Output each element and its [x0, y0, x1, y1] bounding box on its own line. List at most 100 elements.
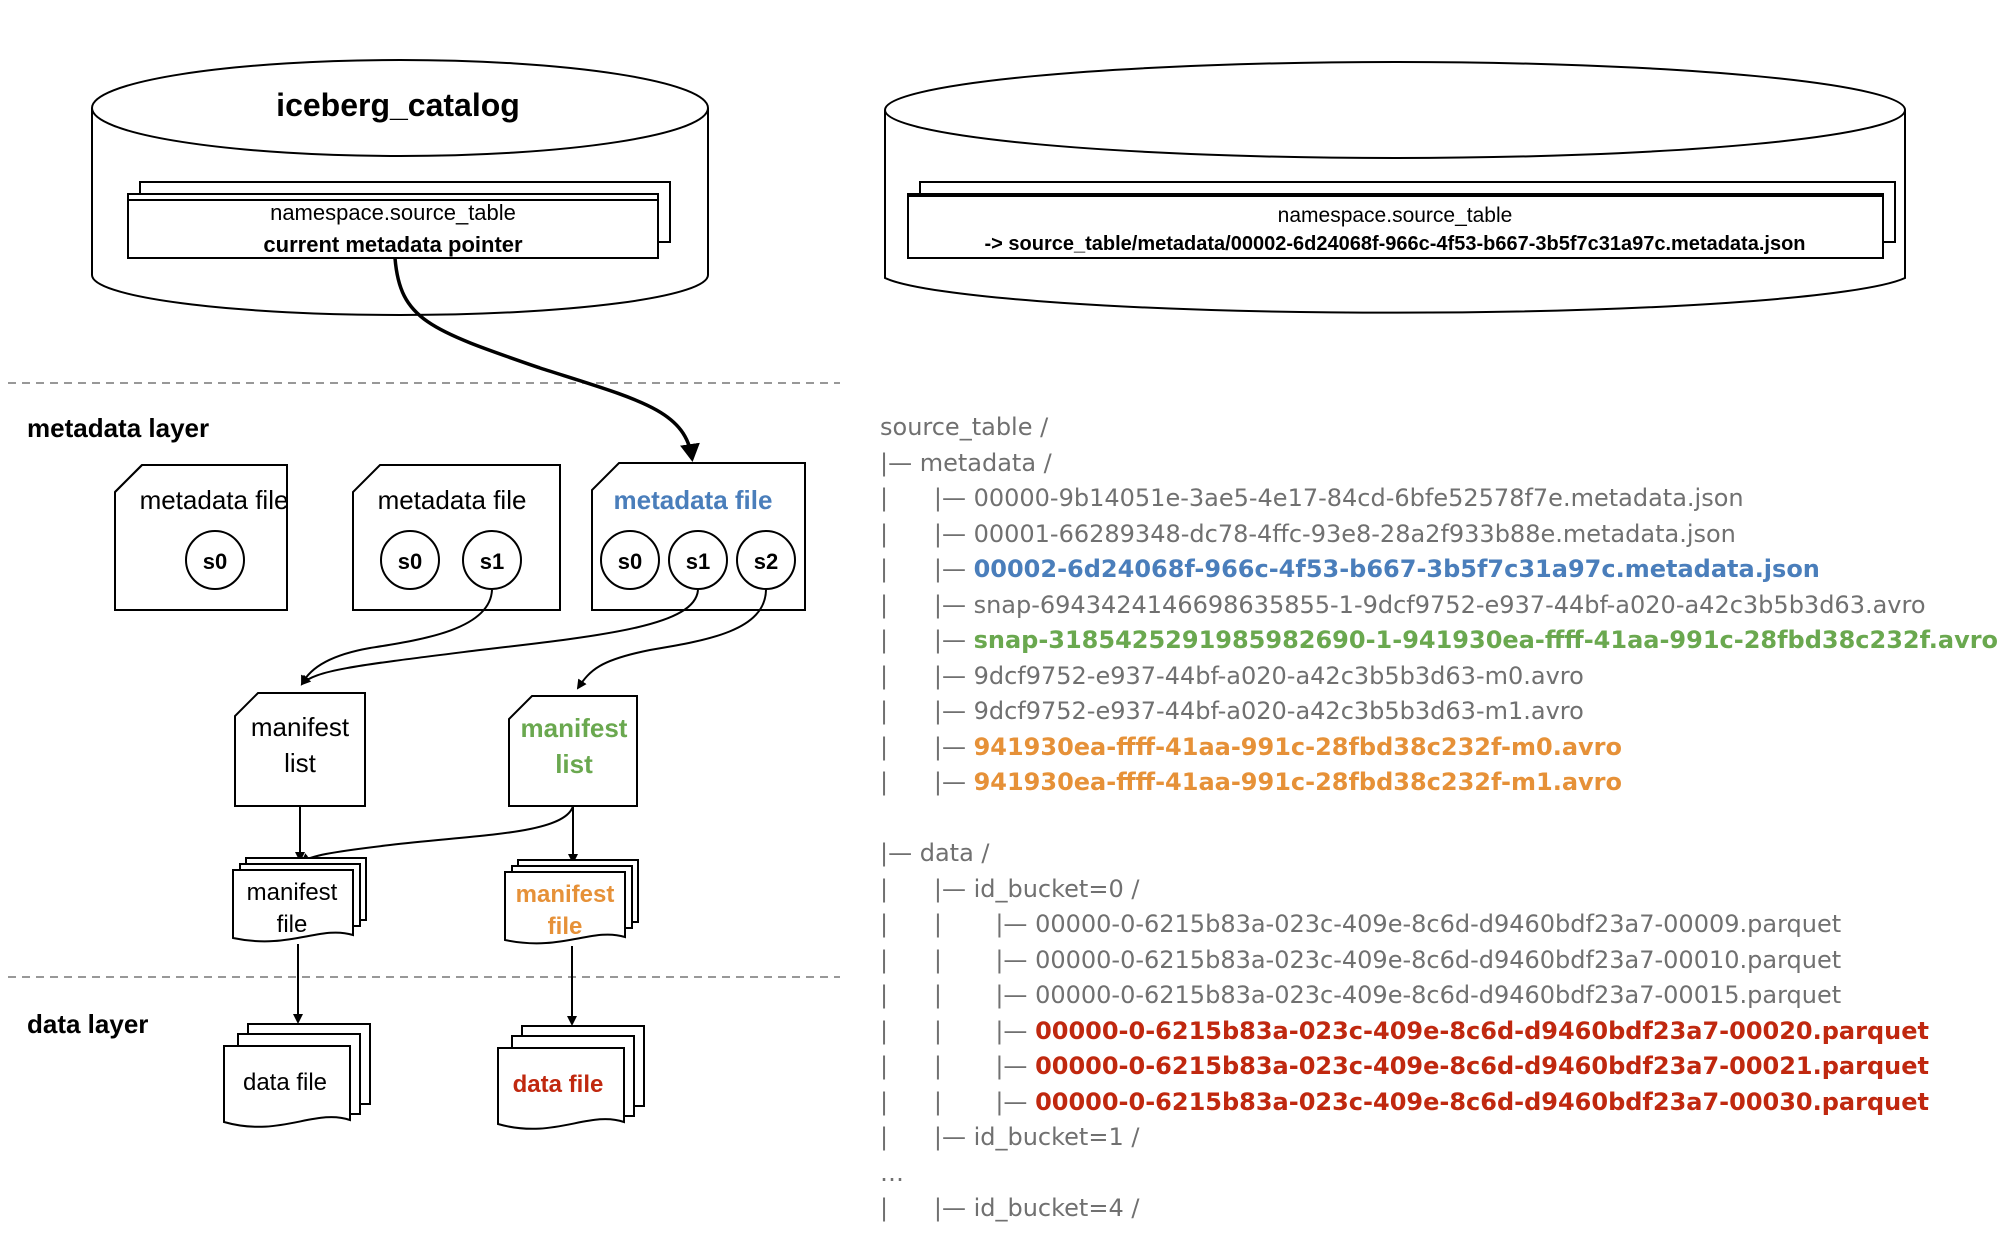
tree-entry: 00000-9b14051e-3ae5-4e17-84cd-6bfe52578f…	[973, 484, 1744, 512]
tree-entry: data /	[919, 839, 990, 867]
tree-prefix: | | |—	[880, 981, 1036, 1009]
tree-prefix: | | |—	[880, 910, 1036, 938]
catalog-right-cylinder: namespace.source_table -> source_table/m…	[884, 61, 1906, 314]
tree-prefix: | |—	[880, 484, 974, 512]
manifest-file-1: manifest file	[232, 857, 367, 943]
tree-row: | |— 9dcf9752-e937-44bf-a020-a42c3b5b3d6…	[880, 694, 1584, 728]
table-name: namespace.source_table	[1278, 204, 1513, 227]
snapshot-circle	[380, 530, 440, 590]
tree-entry: id_bucket=1 /	[973, 1123, 1140, 1151]
tree-row: | |— 9dcf9752-e937-44bf-a020-a42c3b5b3d6…	[880, 659, 1584, 693]
tree-entry: snap-3185425291985982690-1-941930ea-ffff…	[973, 626, 1998, 654]
tree-entry: id_bucket=0 /	[973, 874, 1140, 903]
tree-entry: source_table /	[880, 413, 1049, 441]
tree-row: | |— id_bucket=1 /	[880, 1120, 1139, 1154]
pointer-label: current metadata pointer	[263, 232, 523, 257]
tree-entry: 9dcf9752-e937-44bf-a020-a42c3b5b3d63-m0.…	[973, 661, 1584, 690]
tree-entry: metadata /	[919, 448, 1052, 477]
tree-row: | |— id_bucket=0 /	[880, 872, 1139, 906]
manifest-file-label: file	[277, 911, 308, 938]
tree-row: | |— 00001-66289348-dc78-4ffc-93e8-28a2f…	[880, 517, 1736, 551]
data-file-label: data file	[243, 1069, 327, 1096]
tree-prefix: | |—	[880, 626, 974, 654]
manifest-file-2: manifest file	[504, 859, 639, 945]
tree-row: | | |— 00000-0-6215b83a-023c-409e-8c6d-d…	[880, 1085, 1929, 1119]
tree-row: | |— snap-6943424146698635855-1-9dcf9752…	[880, 588, 1926, 622]
tree-row: source_table /	[880, 410, 1048, 444]
tree-entry: 00000-0-6215b83a-023c-409e-8c6d-d9460bdf…	[1035, 945, 1842, 974]
tree-row: | | |— 00000-0-6215b83a-023c-409e-8c6d-d…	[880, 978, 1841, 1012]
tree-prefix: | | |—	[880, 1052, 1036, 1080]
tree-prefix: | |—	[880, 768, 974, 796]
tree-row: | | |— 00000-0-6215b83a-023c-409e-8c6d-d…	[880, 1014, 1929, 1048]
tree-prefix: | | |—	[880, 1016, 1036, 1045]
tree-prefix: | |—	[880, 1194, 974, 1222]
snapshot-label: s0	[203, 549, 227, 574]
tree-row: | |— id_bucket=4 /	[880, 1191, 1139, 1225]
catalog-title: iceberg_catalog	[276, 87, 520, 123]
snapshot-circle	[600, 530, 660, 590]
tree-row: |— metadata /	[880, 446, 1052, 480]
metadata-file-label: metadata file	[140, 485, 289, 515]
data-file-2: data file	[497, 1025, 645, 1130]
snapshot-label: s1	[686, 549, 710, 574]
metadata-file-1: metadata file s0	[114, 464, 289, 611]
data-file-1: data file	[223, 1023, 371, 1128]
tree-entry: …	[880, 1158, 904, 1187]
tree-entry: snap-6943424146698635855-1-9dcf9752-e937…	[973, 590, 1926, 619]
tree-row: | | |— 00000-0-6215b83a-023c-409e-8c6d-d…	[880, 943, 1841, 977]
snapshot-label: s0	[618, 549, 642, 574]
tree-entry: 00001-66289348-dc78-4ffc-93e8-28a2f933b8…	[973, 519, 1736, 548]
manifest-file-label: manifest	[516, 881, 615, 908]
tree-prefix: | |—	[880, 732, 974, 761]
snapshot-circle	[462, 530, 522, 590]
tree-entry: 00002-6d24068f-966c-4f53-b667-3b5f7c31a9…	[973, 555, 1820, 583]
tree-prefix: | | |—	[880, 945, 1036, 974]
manifest-list-1: manifest list	[234, 692, 366, 807]
table-name: namespace.source_table	[270, 200, 516, 225]
table-entry	[907, 195, 1884, 259]
tree-row: | | |— 00000-0-6215b83a-023c-409e-8c6d-d…	[880, 907, 1841, 941]
manifest-list-2: manifest list	[508, 695, 638, 807]
snapshot-circle	[668, 530, 728, 590]
tree-entry: 00000-0-6215b83a-023c-409e-8c6d-d9460bdf…	[1035, 1087, 1929, 1116]
tree-row: |— data /	[880, 836, 990, 870]
snapshot-label: s0	[398, 549, 422, 574]
tree-row: | |— 00002-6d24068f-966c-4f53-b667-3b5f7…	[880, 552, 1820, 586]
data-layer-label: data layer	[27, 1009, 148, 1039]
tree-prefix: | |—	[880, 555, 974, 583]
catalog-left-cylinder: iceberg_catalog namespace.source_table c…	[91, 59, 709, 316]
data-file-label: data file	[513, 1071, 604, 1098]
snapshot-label: s2	[754, 549, 778, 574]
tree-entry: 00000-0-6215b83a-023c-409e-8c6d-d9460bdf…	[1035, 1052, 1929, 1080]
snapshot-to-manifest-list-arrow	[300, 589, 699, 686]
tree-prefix: | |—	[880, 1123, 974, 1151]
manifest-file-label: file	[548, 913, 583, 940]
tree-prefix: | |—	[880, 590, 974, 619]
snapshot-label: s1	[480, 549, 504, 574]
tree-prefix: | | |—	[880, 1087, 1036, 1116]
tree-entry: 00000-0-6215b83a-023c-409e-8c6d-d9460bdf…	[1035, 1016, 1929, 1045]
metadata-file-3: metadata file s0 s1 s2	[591, 462, 806, 611]
manifest-list-label: manifest	[521, 713, 628, 743]
tree-entry: 00000-0-6215b83a-023c-409e-8c6d-d9460bdf…	[1035, 910, 1842, 938]
table-entry	[127, 199, 659, 259]
tree-entry: 941930ea-ffff-41aa-991c-28fbd38c232f-m1.…	[973, 768, 1622, 796]
tree-row: | | |— 00000-0-6215b83a-023c-409e-8c6d-d…	[880, 1049, 1929, 1083]
tree-row: | |— 941930ea-ffff-41aa-991c-28fbd38c232…	[880, 730, 1622, 764]
metadata-file-label: metadata file	[614, 485, 773, 515]
tree-prefix: |—	[880, 839, 920, 867]
tree-entry: 9dcf9752-e937-44bf-a020-a42c3b5b3d63-m1.…	[973, 697, 1584, 725]
tree-entry: 941930ea-ffff-41aa-991c-28fbd38c232f-m0.…	[973, 732, 1622, 761]
tree-prefix: | |—	[880, 874, 974, 903]
tree-prefix: | |—	[880, 519, 974, 548]
iceberg-diagram: iceberg_catalog namespace.source_table c…	[8, 59, 1906, 1130]
manifest-list-label: list	[555, 749, 593, 779]
metadata-file-label: metadata file	[378, 485, 527, 515]
tree-row: | |— 941930ea-ffff-41aa-991c-28fbd38c232…	[880, 765, 1622, 799]
tree-prefix: |—	[880, 448, 920, 477]
tree-row: | |— snap-3185425291985982690-1-941930ea…	[880, 623, 1998, 657]
metadata-file-2: metadata file s0 s1	[352, 464, 561, 611]
snapshot-to-manifest-list-arrow	[576, 589, 767, 690]
tree-prefix: | |—	[880, 697, 974, 725]
